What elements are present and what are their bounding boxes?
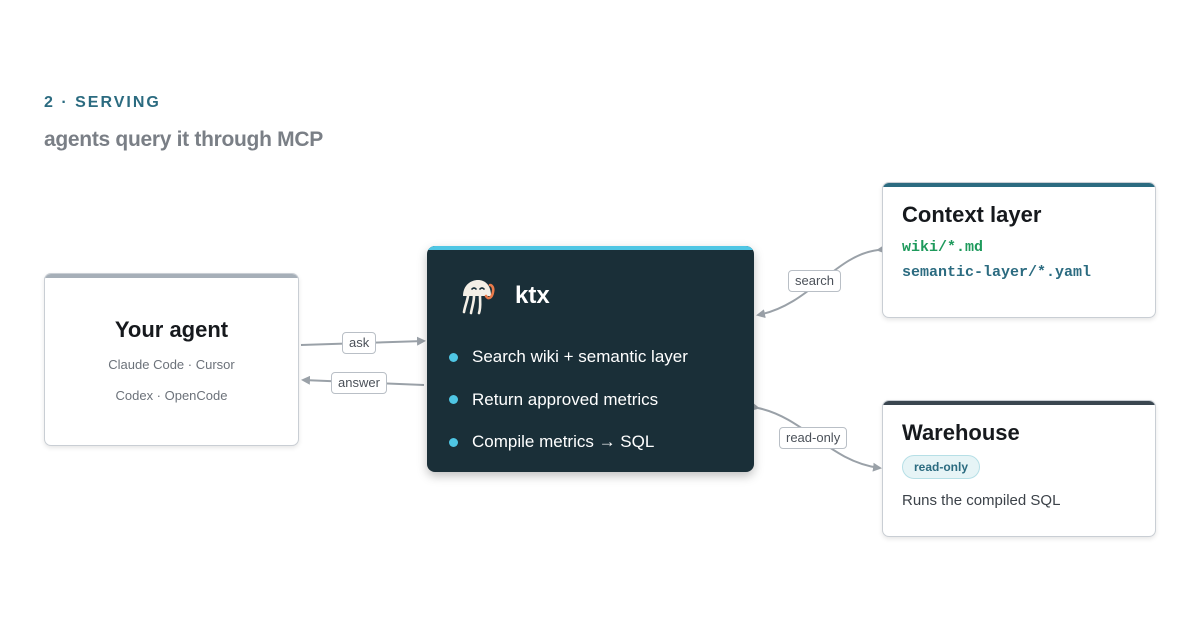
bullet-icon	[449, 352, 458, 362]
edge-label-read-only: read-only	[779, 427, 848, 449]
warehouse-description: Runs the compiled SQL	[902, 492, 1061, 509]
context-card-title: Context layer	[902, 202, 1042, 227]
agent-card: Your agent Claude Code · Cursor Codex · …	[44, 273, 299, 446]
ktx-capability-list: Search wiki + semantic layer Return appr…	[449, 336, 688, 464]
edge-label-ask: ask	[342, 332, 377, 354]
list-item: Compile metrics → SQL	[449, 421, 688, 464]
ktx-brand: ktx	[457, 276, 550, 316]
warehouse-card: Warehouse read-only Runs the compiled SQ…	[882, 400, 1156, 537]
list-item: Search wiki + semantic layer	[449, 336, 688, 379]
section-eyebrow: 2 · SERVING	[44, 94, 161, 111]
bullet-icon	[449, 437, 458, 447]
context-layer-card: Context layer wiki/*.md semantic-layer/*…	[882, 182, 1156, 318]
read-only-badge: read-only	[902, 455, 981, 479]
warehouse-card-title: Warehouse	[902, 420, 1020, 445]
agent-card-title: Your agent	[114, 317, 229, 342]
ktx-card: ktx Search wiki + semantic layer Return …	[427, 246, 754, 472]
jellyfish-logo-icon	[462, 280, 495, 315]
bullet-icon	[449, 395, 458, 405]
warehouse-card-topbar	[883, 401, 1155, 405]
agent-card-line-2: Codex · OpenCode	[115, 388, 228, 403]
section-subtitle: agents query it through MCP	[44, 128, 323, 151]
capability-text: Compile metrics → SQL	[472, 432, 655, 452]
ktx-name: ktx	[515, 282, 550, 309]
capability-text: Return approved metrics	[472, 389, 659, 409]
edge-label-search: search	[788, 270, 842, 292]
semantic-layer-path: semantic-layer/*.yaml	[902, 264, 1092, 281]
ktx-card-topbar	[427, 246, 754, 250]
edge-label-answer: answer	[331, 372, 387, 394]
capability-text: Search wiki + semantic layer	[472, 347, 688, 367]
agent-card-line-1: Claude Code · Cursor	[108, 357, 235, 372]
context-card-topbar	[883, 183, 1155, 187]
agent-card-topbar	[45, 274, 298, 278]
wiki-path: wiki/*.md	[902, 239, 984, 256]
list-item: Return approved metrics	[449, 379, 688, 422]
